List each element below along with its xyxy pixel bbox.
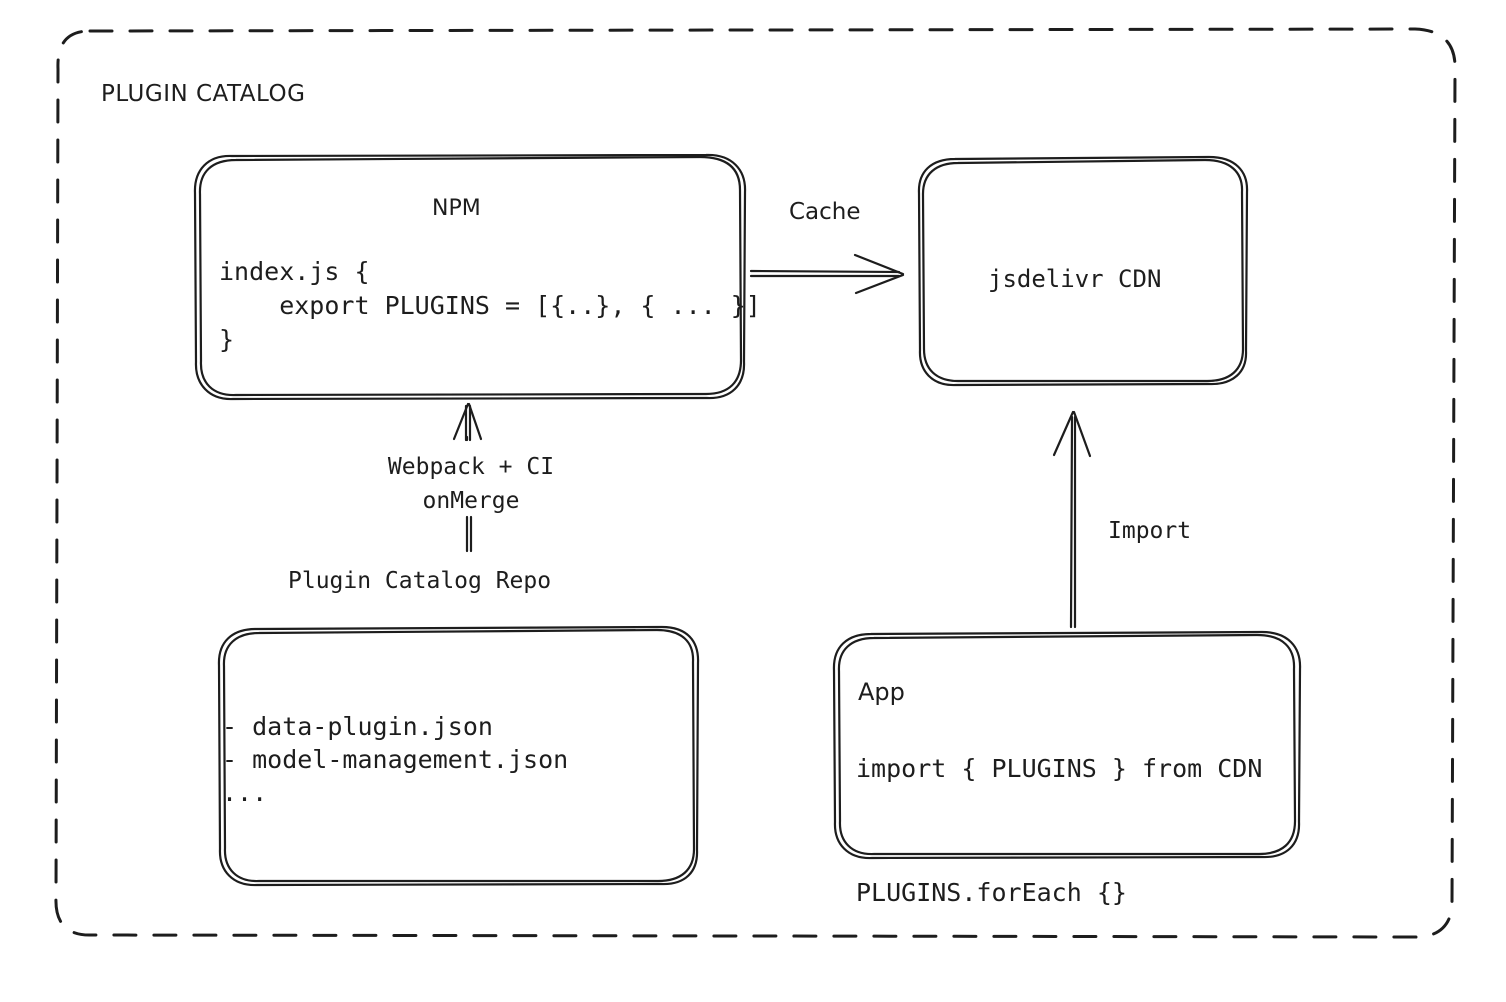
cache-edge-label: Cache [789, 199, 861, 225]
repo-node-file-list: - data-plugin.json - model-management.js… [222, 712, 569, 807]
npm-node-code: index.js { export PLUGINS = [{..}, { ...… [219, 257, 761, 354]
cache-arrow [749, 253, 905, 295]
import-arrow [1052, 410, 1092, 629]
import-edge-label: Import [1108, 518, 1192, 544]
cdn-node-title: jsdelivr CDN [988, 265, 1162, 293]
app-node-title: App [858, 678, 905, 706]
npm-node-title: NPM [432, 196, 481, 221]
app-node-code: import { PLUGINS } from CDN PLUGINS.forE… [856, 754, 1263, 907]
build-edge-label: Webpack + CI onMerge [387, 454, 555, 514]
plugin-catalog-title: PLUGIN CATALOG [101, 81, 306, 107]
repo-node-caption: Plugin Catalog Repo [288, 568, 552, 594]
